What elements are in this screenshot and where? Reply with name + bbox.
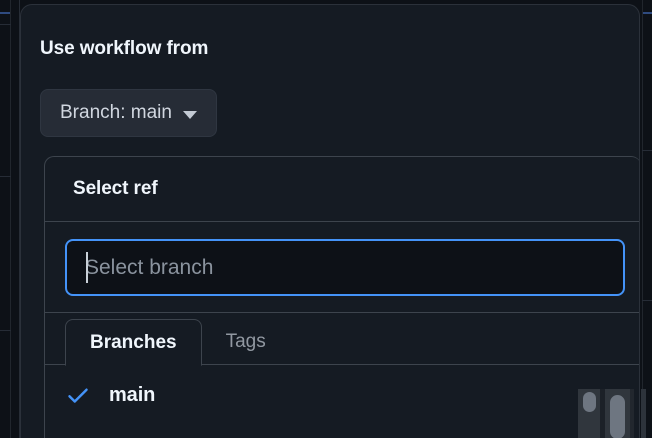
background-vertical-divider xyxy=(10,0,11,438)
background-accent-right xyxy=(642,12,652,14)
scrollbar-edge xyxy=(630,389,634,438)
search-input[interactable] xyxy=(65,239,625,296)
tab-branches[interactable]: Branches xyxy=(65,319,202,366)
list-item-label: main xyxy=(109,383,156,406)
select-ref-search-row xyxy=(45,222,639,313)
branch-select-button[interactable]: Branch: main xyxy=(40,89,217,137)
scrollbar-gap xyxy=(600,389,605,438)
search-field-wrapper xyxy=(65,239,625,296)
branch-list: main xyxy=(45,365,639,415)
background-rule xyxy=(0,176,11,177)
tab-branches-label: Branches xyxy=(90,331,177,353)
background-rule xyxy=(642,150,652,151)
page-scrollbar[interactable] xyxy=(578,389,600,438)
ref-type-tabs: Branches Tags xyxy=(45,313,639,366)
select-ref-header: Select ref xyxy=(45,157,639,222)
background-vertical-divider-secondary xyxy=(19,0,20,438)
list-scrollbar-thumb[interactable] xyxy=(610,395,625,438)
background-accent-left xyxy=(0,12,10,14)
background-rule xyxy=(0,330,11,331)
page-title: Use workflow from xyxy=(40,38,209,59)
background-rule xyxy=(0,24,11,25)
tab-tags[interactable]: Tags xyxy=(202,318,290,365)
workflow-dispatch-dialog: Use workflow from Branch: main Select re… xyxy=(20,4,640,438)
branch-select-button-label: Branch: main xyxy=(60,102,172,123)
select-ref-panel: Select ref Branches Tags xyxy=(44,156,639,438)
background-rule xyxy=(642,300,652,301)
scrollbar-rail-right[interactable] xyxy=(641,389,646,438)
check-icon xyxy=(68,388,88,403)
tab-tags-label: Tags xyxy=(225,330,266,352)
chevron-down-icon xyxy=(182,110,197,119)
page-scrollbar-thumb[interactable] xyxy=(583,392,596,412)
select-ref-title: Select ref xyxy=(73,178,158,199)
list-scrollbar[interactable] xyxy=(605,389,630,438)
text-cursor xyxy=(86,252,88,283)
background-vertical-divider-right xyxy=(642,0,643,438)
list-item[interactable]: main xyxy=(45,375,639,415)
